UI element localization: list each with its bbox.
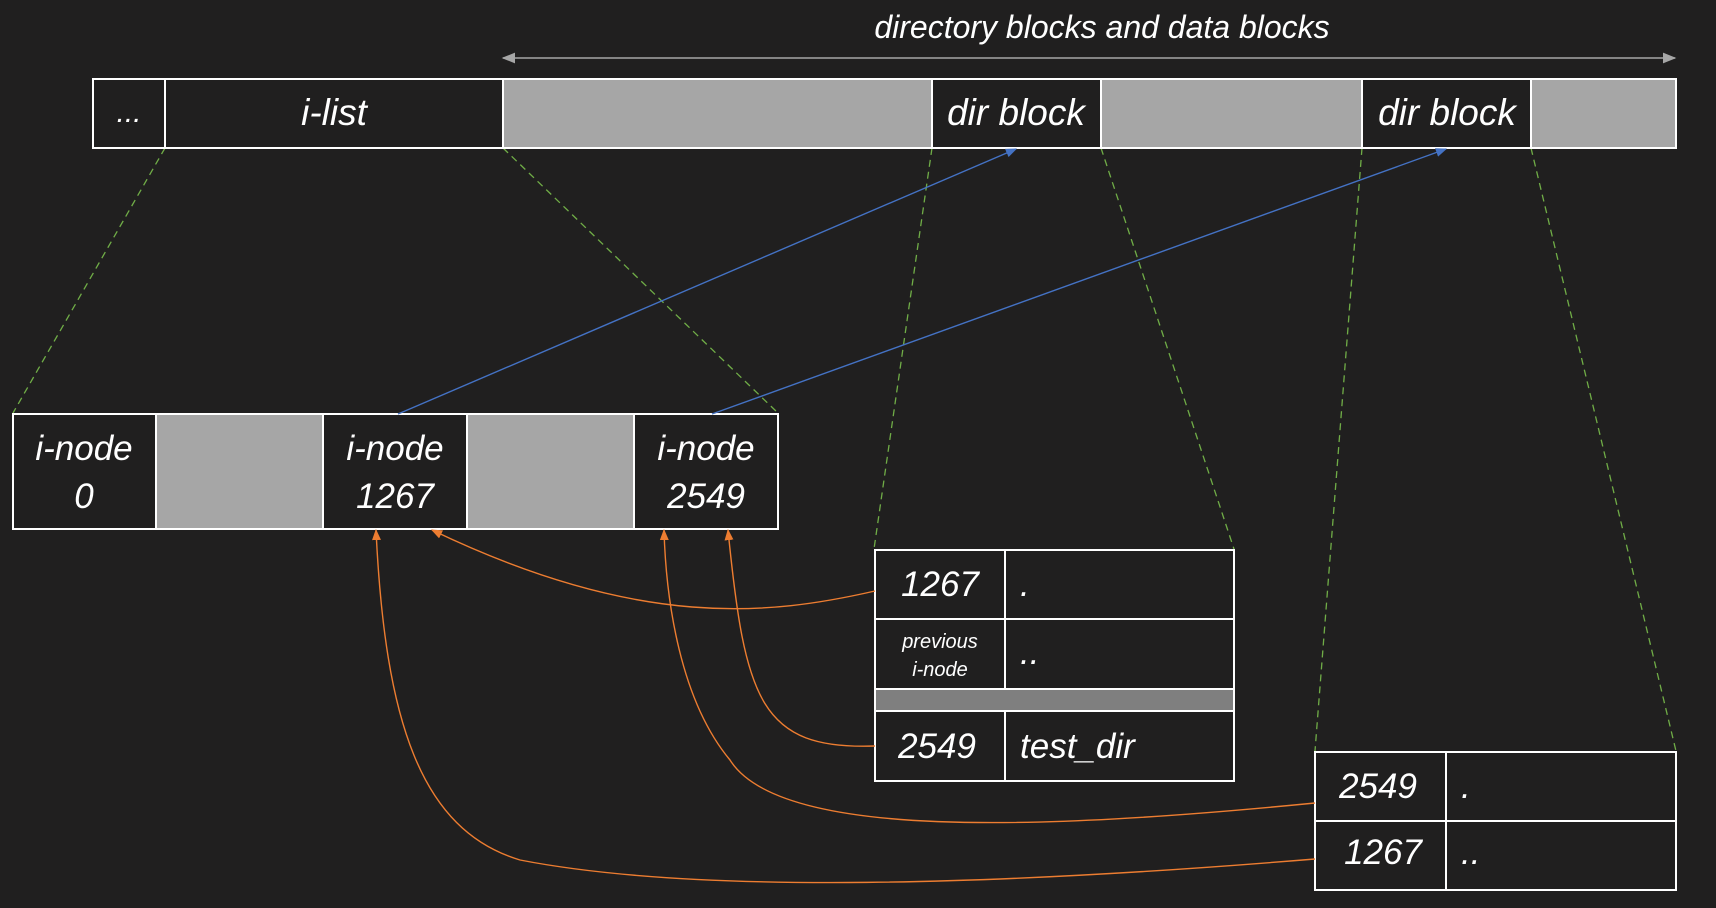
inode-2549-line1: i-node: [657, 429, 754, 468]
inode-row: i-node 0 i-node 1267 i-node 2549: [12, 413, 779, 530]
ilist-cell: [164, 78, 504, 149]
dir-table-2-row2-name: ..: [1461, 833, 1480, 872]
dir-block-1-label: dir block: [947, 92, 1087, 133]
dir-table-1-row2-name-cell: [1004, 618, 1235, 690]
entry-pointers: [372, 528, 1316, 884]
dir-table-2-row1-inode-cell: [1314, 751, 1447, 822]
disk-bar: ... i-list dir block dir block: [92, 78, 1677, 149]
pointer-table1-testdir-to-inode-2549: [724, 528, 876, 747]
pointer-inode-2549-to-dir-block-2: [711, 148, 1448, 415]
dir-table-2-row1-name-cell: [1445, 751, 1677, 822]
inode-2549-cell: [633, 413, 779, 530]
data-block-fill-2: [1100, 78, 1363, 149]
data-block-fill-1: [502, 78, 933, 149]
dir-table-1-separator: [874, 688, 1235, 712]
dir-table-2-row2-inode: 1267: [1344, 833, 1423, 872]
dir-table-1-row1-name: .: [1020, 565, 1030, 604]
dir-table-1-row2-inode-line1: previous: [901, 631, 978, 653]
inode-0-line2: 0: [74, 477, 94, 516]
inode-2549-line2: 2549: [666, 477, 745, 516]
dir-table-1-row3-name-cell: [1004, 710, 1235, 782]
dir-table-1-row2-inode-line2: i-node: [912, 659, 968, 681]
data-block-fill-3: [1530, 78, 1677, 149]
dir-table-2-row1-inode: 2549: [1338, 767, 1417, 806]
inode-1267-line1: i-node: [346, 429, 443, 468]
diagram-title: directory blocks and data blocks: [874, 9, 1329, 45]
dir-table-1: 1267 . previous i-node .. 2549 test_dir: [874, 549, 1235, 782]
inode-gap-fill-2: [466, 413, 635, 530]
dir-block-2-cell: [1361, 78, 1532, 149]
dir-table-1-row1-name-cell: [1004, 549, 1235, 620]
inode-gap-fill-1: [155, 413, 324, 530]
dir-table-2-row1-name: .: [1461, 767, 1471, 806]
zoom-line-dirblock2-right: [1530, 147, 1677, 752]
zoom-lines: [12, 147, 1677, 752]
zoom-line-ilist-left: [12, 147, 166, 414]
dir-table-1-row1-inode: 1267: [901, 565, 980, 604]
inode-1267-cell: [322, 413, 468, 530]
dir-table-1-row2-inode-cell: [874, 618, 1006, 690]
inode-0-cell: [12, 413, 157, 530]
disk-bar-ellipsis-cell: [92, 78, 166, 149]
zoom-line-dirblock1-right: [1100, 147, 1235, 550]
dir-table-1-row3-inode-cell: [874, 710, 1006, 782]
inode-pointers: [397, 148, 1448, 415]
zoom-line-ilist-right: [502, 147, 779, 414]
pointer-table2-dotdot-to-inode-1267: [372, 528, 1316, 884]
pointer-table2-dot-to-inode-2549: [659, 528, 1316, 824]
dir-block-2-label: dir block: [1378, 92, 1518, 133]
inode-0-line1: i-node: [35, 429, 132, 468]
dir-table-2: 2549 . 1267 ..: [1314, 751, 1677, 891]
zoom-line-dirblock2-left: [1314, 147, 1363, 752]
disk-bar-ellipsis: ...: [116, 96, 141, 129]
dir-table-1-row3-name: test_dir: [1020, 727, 1136, 766]
pointer-table1-dot-to-inode-1267: [430, 529, 876, 610]
dir-table-1-row2-name: ..: [1020, 633, 1039, 672]
pointer-inode-1267-to-dir-block-1: [397, 148, 1018, 415]
zoom-line-dirblock1-left: [873, 147, 933, 550]
inode-1267-line2: 1267: [356, 477, 435, 516]
ilist-label: i-list: [301, 92, 368, 133]
dir-table-1-row3-inode: 2549: [897, 727, 976, 766]
dir-table-2-row2-name-cell: [1445, 820, 1677, 891]
